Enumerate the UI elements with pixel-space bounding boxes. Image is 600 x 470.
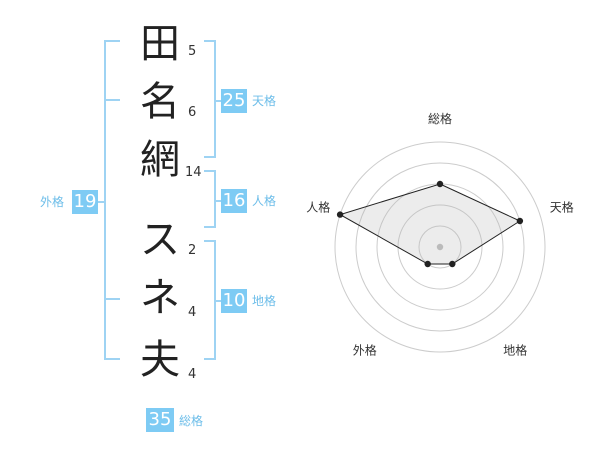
tenkaku-bracket <box>204 40 216 158</box>
gaikaku-label: 外格 <box>40 195 65 209</box>
stroke-count-5: 4 <box>188 305 197 320</box>
gaikaku-connector <box>98 201 106 203</box>
tenkaku-value: 25 <box>221 89 247 113</box>
jinkaku-bracket <box>204 170 216 228</box>
name-char-1: 田 <box>140 21 180 67</box>
tenkaku-connector <box>215 100 221 102</box>
gaikaku-value: 19 <box>72 190 98 214</box>
jinkaku-label: 人格 <box>252 194 277 208</box>
name-char-3: 網 <box>140 137 180 183</box>
radar-axis-label: 人格 <box>306 199 330 214</box>
gaikaku-bracket <box>104 40 120 360</box>
radar-ring <box>418 225 462 269</box>
stroke-count-2: 6 <box>188 105 197 120</box>
radar-axis-label: 総格 <box>428 111 452 126</box>
radar-point <box>516 217 524 225</box>
jinkaku-value: 16 <box>221 189 247 213</box>
name-char-4: ス <box>140 217 180 263</box>
bracket-tick <box>104 99 120 101</box>
jinkaku-connector <box>215 200 221 202</box>
chikaku-connector <box>215 300 221 302</box>
radar-axis-label: 天格 <box>550 199 574 214</box>
radar-axis-label: 地格 <box>503 343 527 358</box>
radar-area <box>338 183 521 265</box>
radar-center <box>436 243 444 251</box>
stroke-count-3: 14 <box>185 165 202 180</box>
chikaku-value: 10 <box>221 289 247 313</box>
radar-point <box>449 260 456 268</box>
name-char-2: 名 <box>140 79 180 125</box>
chikaku-label: 地格 <box>252 294 277 308</box>
radar-ring <box>334 141 546 353</box>
radar-point <box>436 180 444 188</box>
tenkaku-label: 天格 <box>252 94 277 108</box>
stroke-count-4: 2 <box>188 243 197 258</box>
radar-axis-label: 外格 <box>353 343 377 358</box>
radar-ring <box>355 162 525 332</box>
soukaku-label: 総格 <box>179 414 204 428</box>
radar-point <box>336 211 344 218</box>
bracket-tick <box>104 298 120 300</box>
radar-point <box>424 260 431 268</box>
name-char-5: ネ <box>140 275 180 321</box>
stroke-count-1: 5 <box>188 44 197 59</box>
stroke-count-6: 4 <box>188 367 197 382</box>
soukaku-value: 35 <box>146 408 174 432</box>
name-char-6: 夫 <box>140 337 180 383</box>
